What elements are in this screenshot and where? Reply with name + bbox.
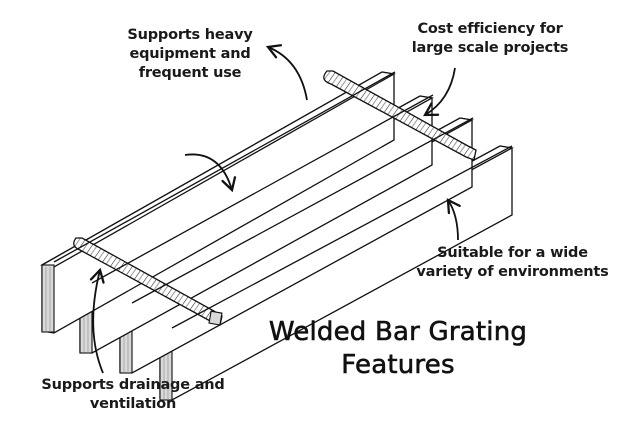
callout-line: equipment and (129, 46, 251, 62)
callout-arrow-environments (446, 198, 461, 241)
callout-arrow-welded-joint (184, 153, 237, 193)
callout-line: frequent use (138, 65, 242, 81)
callout-arrow-drainage (89, 267, 105, 374)
callout-drainage: Supports drainage and ventilation (18, 376, 248, 414)
callout-line: Supports drainage and (41, 377, 225, 393)
callout-line: Suitable for a wide (437, 245, 588, 261)
callout-line: large scale projects (411, 40, 569, 56)
callout-arrow-heavy-equipment (265, 44, 308, 101)
diagram-title: Welded Bar Grating Features (268, 316, 528, 382)
callout-arrow-cost-efficiency (423, 67, 456, 117)
callout-environments: Suitable for a wide variety of environme… (400, 244, 625, 282)
callout-cost-efficiency: Cost efficiency for large scale projects (385, 20, 595, 58)
callout-line: variety of environments (416, 264, 609, 280)
top-rods (53, 71, 513, 329)
callout-heavy-equipment: Supports heavy equipment and frequent us… (90, 26, 290, 83)
title-line-2: Features (341, 350, 455, 381)
title-line-1: Welded Bar Grating (268, 317, 528, 348)
callout-line: Cost efficiency for (417, 21, 563, 37)
callout-line: ventilation (89, 396, 177, 412)
callout-line: Supports heavy (127, 27, 253, 43)
